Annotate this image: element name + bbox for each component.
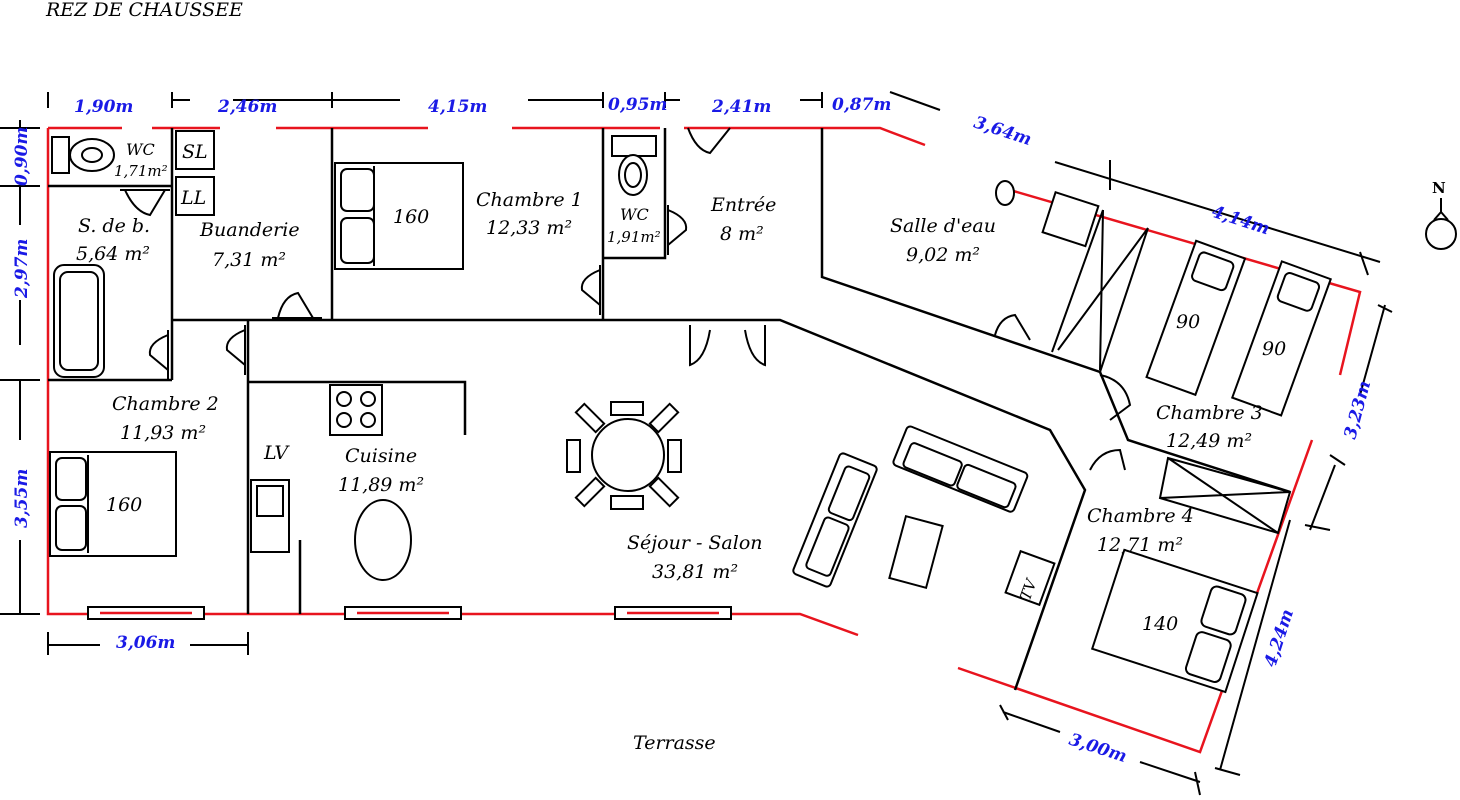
dim-right-2: 4,24m <box>1261 607 1298 670</box>
room-area-chambre3: 12,49 m² <box>1166 430 1252 452</box>
room-area-wc2: 1,91m² <box>607 228 661 246</box>
dim-top-4: 0,95m <box>608 95 667 115</box>
dim-left-1: 0,90m <box>12 127 32 186</box>
dimension-lines <box>0 91 1393 796</box>
dim-top-5: 2,41m <box>711 97 771 117</box>
room-labels: WC 1,71m² S. de b. 5,64 m² Buanderie 7,3… <box>76 140 1263 754</box>
kitchen-island <box>354 499 412 581</box>
sofa-top <box>892 425 1029 513</box>
coffee-table <box>888 514 944 590</box>
bed-label-chambre3a: 90 <box>1176 311 1200 333</box>
fixture-sl: SL <box>182 141 208 163</box>
room-area-salle-eau: 9,02 m² <box>906 244 980 266</box>
dim-left-3: 3,55m <box>12 469 32 528</box>
dim-diag-1: 3,64m <box>971 113 1034 150</box>
fixture-ll: LL <box>180 187 206 209</box>
room-name-entree: Entrée <box>710 194 776 216</box>
dim-right-1: 3,23m <box>1341 379 1376 442</box>
room-area-cuisine: 11,89 m² <box>338 474 424 496</box>
room-name-terrasse: Terrasse <box>633 732 716 754</box>
dim-top-2: 2,46m <box>217 97 277 117</box>
room-name-salle-eau: Salle d'eau <box>890 215 996 237</box>
room-area-wc1: 1,71m² <box>114 162 168 180</box>
dim-bottom-left: 3,06m <box>116 633 175 653</box>
bed-chambre3b <box>1230 260 1332 417</box>
windows <box>87 606 732 620</box>
dim-top-1: 1,90m <box>74 97 133 117</box>
dim-bottom-right: 3,00m <box>1066 730 1129 767</box>
room-name-chambre4: Chambre 4 <box>1087 505 1194 527</box>
bathtub <box>53 264 105 378</box>
room-name-chambre3: Chambre 3 <box>1156 402 1263 424</box>
room-name-wc1: WC <box>126 140 155 159</box>
stove <box>329 384 383 436</box>
room-area-chambre4: 12,71 m² <box>1097 534 1183 556</box>
room-area-entree: 8 m² <box>720 223 764 245</box>
wc2-toilet <box>611 135 657 196</box>
bed-chambre1 <box>334 162 464 270</box>
room-area-buanderie: 7,31 m² <box>212 249 286 271</box>
plan-title: REZ DE CHAUSSEE <box>45 0 243 21</box>
fixture-lv: LV <box>263 442 290 464</box>
bed-label-chambre4: 140 <box>1142 613 1178 635</box>
room-name-cuisine: Cuisine <box>345 445 417 467</box>
room-name-chambre2: Chambre 2 <box>112 393 219 415</box>
salle-eau-fixtures <box>995 180 1149 373</box>
bed-chambre4 <box>1090 548 1259 694</box>
room-area-chambre1: 12,33 m² <box>486 217 572 239</box>
north-compass-icon: N <box>1425 179 1457 250</box>
room-name-sdb: S. de b. <box>78 215 150 237</box>
room-name-chambre1: Chambre 1 <box>476 189 583 211</box>
dim-diag-2: 4,14m <box>1209 202 1272 239</box>
room-area-chambre2: 11,93 m² <box>120 422 206 444</box>
dim-top-3: 4,15m <box>428 97 487 117</box>
dim-left-2: 2,97m <box>12 239 32 299</box>
doors <box>120 127 1132 471</box>
washer-ll-box <box>175 176 215 216</box>
compass-label: N <box>1432 179 1446 197</box>
bed-chambre2 <box>49 451 177 557</box>
tv-stand <box>1004 549 1056 607</box>
bed-label-chambre2: 160 <box>106 494 142 516</box>
dining-table <box>566 401 682 510</box>
room-area-sejour: 33,81 m² <box>652 561 738 583</box>
room-area-sdb: 5,64 m² <box>76 243 150 265</box>
wc1-toilet <box>51 136 115 174</box>
room-name-sejour: Séjour - Salon <box>627 532 763 554</box>
bed-label-chambre3b: 90 <box>1262 338 1286 360</box>
sofa-left <box>792 452 878 588</box>
room-name-buanderie: Buanderie <box>199 219 300 241</box>
dim-top-6: 0,87m <box>832 95 891 115</box>
interior-walls <box>48 128 1291 691</box>
bed-chambre3a <box>1145 239 1247 397</box>
bed-label-chambre1: 160 <box>393 206 429 228</box>
room-name-wc2: WC <box>620 205 649 224</box>
wardrobe-chambre4 <box>1158 456 1292 535</box>
sink-sl-box <box>175 130 215 170</box>
dishwasher <box>250 479 290 553</box>
